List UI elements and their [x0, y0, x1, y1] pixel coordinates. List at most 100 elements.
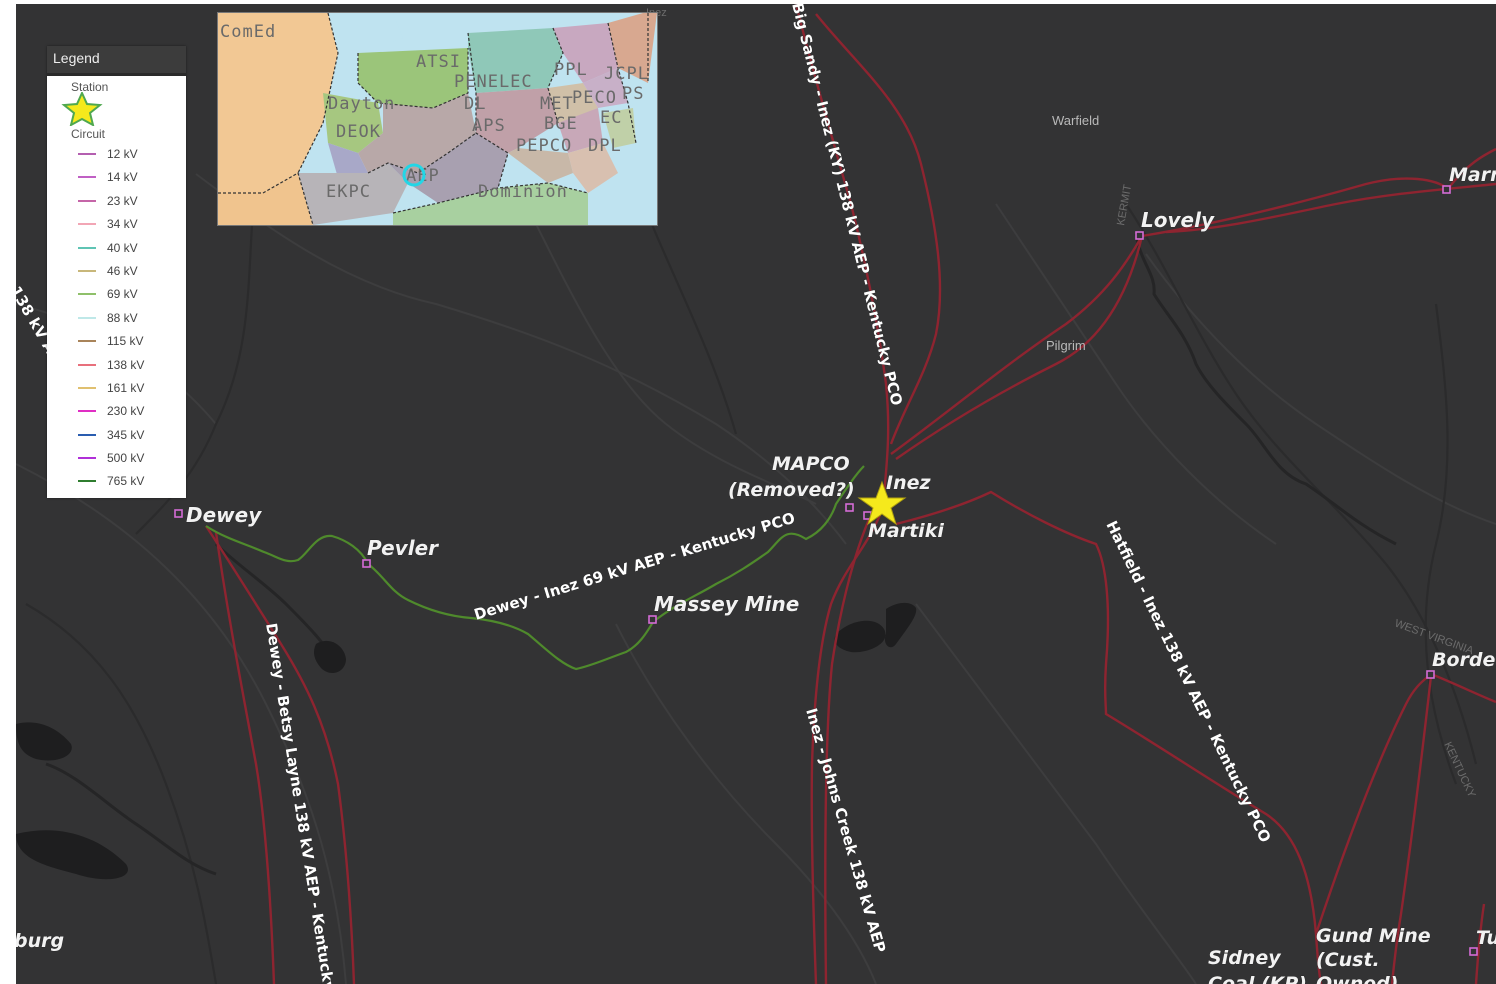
- legend-swatch: [78, 410, 96, 413]
- inset-label-ekpc: EKPC: [326, 182, 371, 202]
- inset-region-lakes: [328, 13, 403, 73]
- station-label-martiki: Martiki: [868, 520, 944, 542]
- station-label-massey-mine: Massey Mine: [654, 592, 799, 616]
- legend-swatch: [78, 433, 96, 436]
- inset-region-atsi: [358, 48, 468, 108]
- line-label-dewey-betsy-layne: Dewey - Betsy Layne 138 kV AEP - Kentuck…: [262, 622, 344, 984]
- inset-map[interactable]: ComEd ATSI PPL JCPL PENELEC PS Dayton DL…: [217, 12, 658, 226]
- legend-swatch: [78, 340, 96, 343]
- station-marker-tu[interactable]: [1469, 947, 1478, 956]
- inset-region-bge: [558, 108, 603, 153]
- legend-item: 138 kV: [47, 355, 186, 378]
- inset-map-canvas: ComEd ATSI PPL JCPL PENELEC PS Dayton DL…: [218, 13, 657, 225]
- station-marker-mapco[interactable]: [845, 503, 854, 512]
- inset-label-comed: ComEd: [220, 22, 276, 42]
- legend-swatch: [78, 386, 96, 389]
- inset-highlight-ring: [402, 163, 426, 187]
- inset-region-dpl: [568, 143, 618, 193]
- legend-swatch: [78, 457, 96, 460]
- map-view[interactable]: Dewey Pevler Massey Mine MAPCO (Removed?…: [16, 4, 1496, 984]
- legend-item-label: 500 kV: [107, 451, 145, 466]
- inset-label-dl: DL: [464, 94, 486, 114]
- legend-swatch: [78, 153, 96, 155]
- inset-label-pepco: PEPCO: [516, 136, 572, 156]
- legend-item-label: 345 kV: [107, 427, 145, 442]
- inset-label-dominion: Dominion: [478, 182, 568, 202]
- legend-item-label: 34 kV: [107, 217, 138, 232]
- town-label-kermit: KERMIT: [1115, 183, 1134, 226]
- inset-label-atsi: ATSI: [416, 52, 461, 72]
- inset-label-met: MET: [540, 94, 574, 114]
- station-label-sidney-coal: Coal (KP): [1208, 973, 1307, 984]
- station-marker-border[interactable]: [1426, 670, 1435, 679]
- legend-item-label: 69 kV: [107, 287, 138, 302]
- inset-label-aep: AEP: [406, 166, 440, 186]
- legend-swatch: [78, 293, 96, 296]
- inset-borders: [218, 13, 649, 225]
- legend-item-label: 46 kV: [107, 263, 138, 278]
- inset-label-bge: BGE: [544, 114, 578, 134]
- legend-swatch: [78, 269, 96, 272]
- lakes: [16, 602, 917, 880]
- town-label-warfield: Warfield: [1052, 113, 1099, 128]
- legend-swatch: [78, 363, 96, 366]
- inset-label-dayton: Dayton: [328, 94, 395, 114]
- line-label-big-sandy-inez: Big Sandy - Inez (KY) 138 kV AEP - Kentu…: [788, 4, 906, 407]
- transmission-lines-138kv: [204, 4, 1496, 984]
- inset-region-dayton: [323, 93, 383, 153]
- line-label-inez-johns-creek: Inez - Johns Creek 138 kV AEP: [802, 706, 889, 955]
- station-label-bottom-left: burg: [16, 930, 64, 952]
- inset-label-peco: PECO: [572, 88, 617, 108]
- legend-swatch: [78, 316, 96, 319]
- station-markers: [174, 185, 1478, 956]
- inset-region-aep-west: [358, 93, 476, 173]
- legend-item-label: 115 kV: [107, 334, 144, 349]
- legend-item-label: 12 kV: [107, 147, 138, 161]
- legend-item-label: 23 kV: [107, 193, 138, 208]
- county-borders: [25, 13, 1478, 984]
- inset-label-jcpl: JCPL: [604, 64, 649, 84]
- inset-label-deok: DEOK: [336, 122, 381, 142]
- station-label-mapco: MAPCO: [772, 453, 850, 475]
- legend-swatch: [78, 223, 96, 226]
- town-label-pilgrim: Pilgrim: [1046, 338, 1086, 353]
- legend-item-label: 765 kV: [107, 474, 145, 489]
- inset-region-aec: [603, 108, 636, 148]
- inset-label-pseg: PS: [622, 84, 644, 104]
- legend-item: 115 kV: [47, 331, 186, 354]
- legend-swatch: [78, 246, 96, 249]
- legend-item: 88 kV: [47, 308, 186, 331]
- station-label-gund-mine-owned: Owned): [1316, 973, 1398, 984]
- line-label-hatfield-inez: Hatfield - Inez 138 kV AEP - Kentucky PC…: [1102, 518, 1274, 846]
- inset-label-aec: EC: [600, 108, 622, 128]
- legend-title: Legend: [47, 46, 186, 76]
- legend-item: 765 kV: [47, 471, 186, 494]
- station-label-mapco-removed: (Removed?): [728, 479, 855, 501]
- inset-region-aps: [476, 88, 558, 153]
- transmission-line-69kv: [205, 465, 865, 671]
- station-marker-massey-mine[interactable]: [648, 615, 657, 624]
- legend-swatch: [78, 480, 96, 483]
- inset-label-aps: APS: [472, 116, 506, 136]
- station-label-lovely: Lovely: [1141, 208, 1215, 232]
- station-marker-pevler[interactable]: [362, 559, 371, 568]
- map-canvas[interactable]: Dewey Pevler Massey Mine MAPCO (Removed?…: [16, 4, 1496, 984]
- inset-region-pepco: [508, 148, 573, 183]
- station-marker-dewey[interactable]: [174, 509, 183, 518]
- legend-item: 46 kV: [47, 261, 186, 284]
- station-label-border: Border: [1432, 649, 1496, 671]
- legend-swatch: [78, 176, 96, 179]
- inset-region-peco: [583, 68, 628, 108]
- inset-region-deok: [328, 143, 368, 178]
- legend-swatch: [78, 199, 96, 202]
- station-marker-lovely[interactable]: [1135, 231, 1144, 240]
- legend-item-label: 161 kV: [107, 380, 145, 395]
- legend-item: 161 kV: [47, 378, 186, 401]
- station-label-tu: Tu: [1476, 927, 1496, 949]
- inez-star-icon[interactable]: [857, 480, 907, 526]
- inset-region-jcpl: [608, 13, 657, 83]
- station-label-marrowbone: Marr: [1449, 164, 1496, 186]
- station-marker-marrowbone[interactable]: [1442, 185, 1451, 194]
